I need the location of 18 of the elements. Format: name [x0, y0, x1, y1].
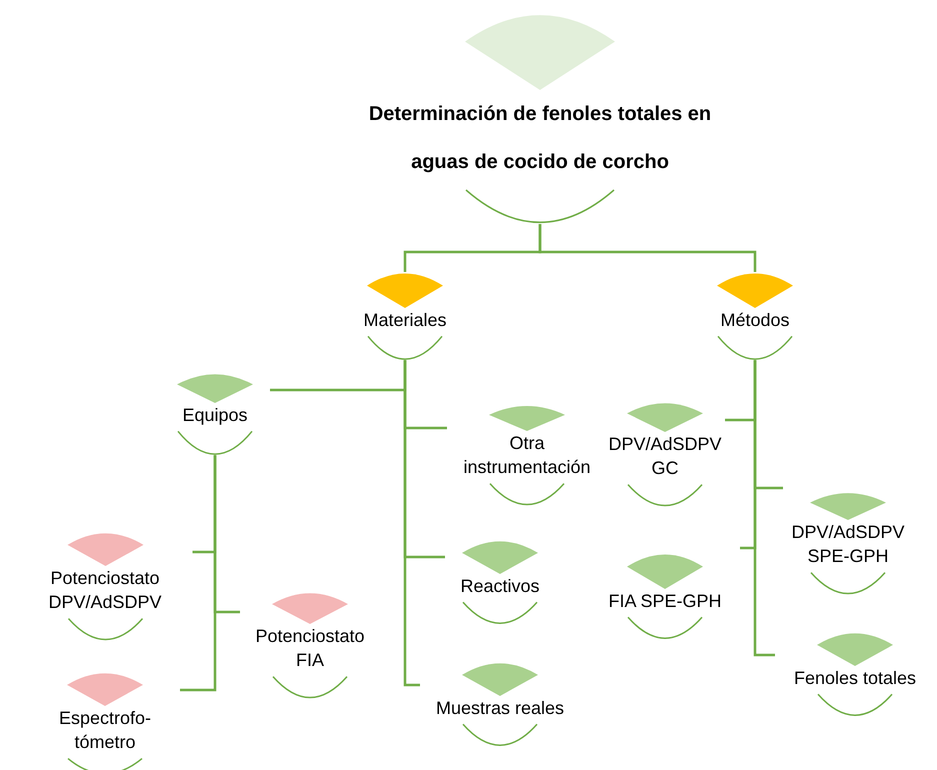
node-label: FIA SPE-GPH: [607, 590, 723, 613]
node-label: Potenciostato FIA: [254, 625, 366, 672]
node-label: Espectrofo- tómetro: [58, 707, 152, 754]
node-label: Otra instrumentación: [462, 432, 592, 480]
node-label: Fenoles totales: [792, 667, 918, 690]
connector-line: [404, 360, 420, 686]
node-label: Equipos: [181, 404, 249, 427]
connector-line: [538, 224, 756, 272]
node-label: Reactivos: [459, 575, 541, 598]
connector-line: [754, 360, 775, 656]
connector-line: [180, 455, 216, 692]
node-label: DPV/AdSDPV SPE-GPH: [790, 521, 906, 568]
node-label: Materiales: [362, 309, 448, 332]
node-label: DPV/AdSDPV GC: [607, 433, 723, 480]
node-label: Muestras reales: [434, 697, 566, 720]
title-text: Determinación de fenoles totales en aguas de cocido de corcho: [368, 102, 712, 175]
node-label: Potenciostato DPV/AdSDPV: [47, 567, 163, 614]
node-label: Métodos: [719, 309, 791, 332]
